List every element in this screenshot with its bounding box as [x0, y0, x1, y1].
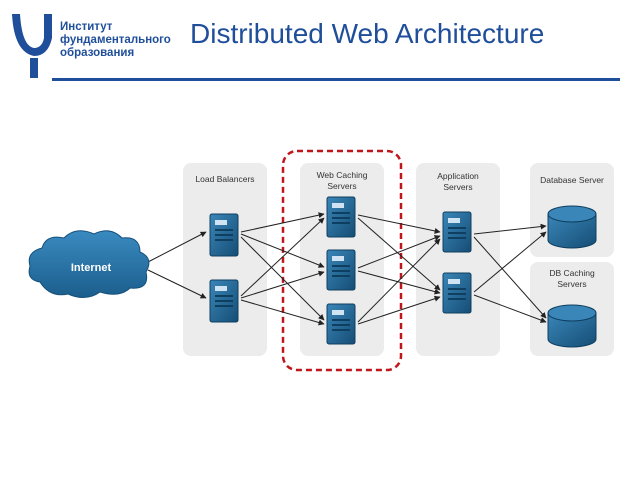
arrow-app2-db	[473, 231, 547, 293]
arrow-wc3-app1	[357, 238, 441, 323]
institute-logo: Институт фундаментального образования	[8, 8, 171, 80]
arrow-wc1-app2	[357, 217, 441, 291]
title-divider	[52, 78, 620, 81]
web-caching-server-3-icon	[326, 303, 356, 345]
arrow-app1-db	[473, 223, 547, 235]
connections	[147, 212, 547, 326]
database-server-icon	[547, 205, 597, 249]
load-balancers-label: Load Balancers	[195, 174, 254, 184]
logo-line-1: Институт	[60, 21, 113, 33]
cloud-icon	[28, 230, 150, 298]
db-caching-label-line-2: Servers	[557, 279, 586, 289]
logo-text: Институт фундаментального образования	[60, 21, 171, 60]
application-label-line-1: Application	[437, 171, 479, 181]
arrow-lb2-wc1	[240, 217, 325, 297]
arrow-app1-dbcache	[473, 236, 547, 319]
database-server-label: Database Server	[540, 175, 604, 185]
logo-line-2: фундаментального	[60, 34, 171, 46]
arrow-lb1-wc1	[240, 212, 325, 233]
arrow-internet-lb2	[147, 269, 207, 299]
application-server-2-icon	[442, 272, 472, 314]
arrow-wc3-app2	[357, 295, 441, 325]
web-caching-highlight	[281, 149, 403, 372]
web-caching-server-2-icon	[326, 249, 356, 291]
load-balancer-server-2-icon	[209, 279, 239, 323]
load-balancer-server-1-icon	[209, 213, 239, 257]
load-balancers-panel	[183, 163, 267, 356]
arrow-wc2-app2	[357, 270, 441, 295]
page-title: Distributed Web Architecture	[190, 18, 545, 49]
application-server-1-icon	[442, 211, 472, 253]
logo-line-3: образования	[60, 47, 135, 59]
arrow-wc1-app1	[357, 214, 441, 234]
web-caching-label-line-1: Web Caching	[317, 170, 368, 180]
arrow-app2-dbcache	[473, 294, 547, 323]
web-caching-label-line-2: Servers	[327, 181, 356, 191]
application-label-line-2: Servers	[443, 182, 472, 192]
db-caching-server-icon	[547, 304, 597, 348]
arrow-wc2-app1	[357, 235, 441, 269]
internet-cloud: Internet	[28, 230, 150, 298]
db-caching-label-line-1: DB Caching	[549, 268, 595, 278]
application-panel	[416, 163, 500, 356]
arrow-lb1-wc2	[240, 233, 325, 268]
internet-label: Internet	[71, 262, 112, 274]
arrow-lb2-wc3	[240, 299, 325, 326]
arrow-lb2-wc2	[240, 270, 325, 299]
arrow-internet-lb1	[147, 231, 207, 263]
logo-mark-icon	[12, 14, 52, 78]
arrow-lb1-wc3	[240, 236, 325, 321]
web-caching-server-1-icon	[326, 196, 356, 238]
